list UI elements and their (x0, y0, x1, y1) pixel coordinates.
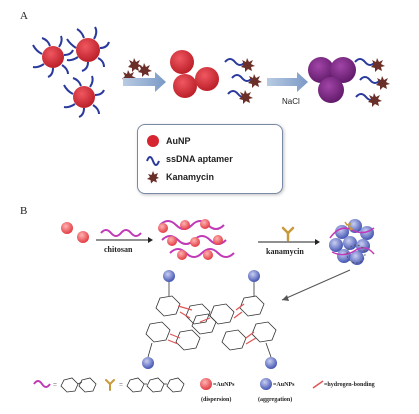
bottom-legend: = = =AuNPs (dispersion) =AuNPs (aggregat… (33, 377, 375, 403)
aggregated-aunps (308, 57, 356, 103)
equals-sign: = (119, 381, 123, 389)
kanamycin-group (122, 58, 152, 84)
aunp-with-aptamers (63, 75, 105, 118)
legend-box: AuNP ssDNA aptamer Kanamycin (137, 124, 283, 194)
legend-item-kanamycin: Kanamycin (146, 170, 214, 184)
molecular-structure (142, 270, 277, 369)
panel-a-diagram: NaCl (32, 26, 390, 118)
legend-label: Kanamycin (166, 172, 215, 182)
panel-b-label: B (20, 205, 28, 217)
process-arrow (123, 72, 166, 92)
blue-aunp-icon (260, 378, 272, 390)
dispersion-label: (dispersion) (201, 396, 231, 403)
blue-wavy-line-icon (146, 156, 160, 166)
chitosan-structure-icon (60, 377, 97, 393)
kanamycin-star-icon (128, 58, 142, 72)
hbond-label: =hydrogen-bonding (324, 382, 375, 388)
kanamycin-y-icon (281, 226, 295, 242)
aunp-with-aptamers (66, 26, 110, 72)
hbond-line-icon (312, 380, 324, 389)
aunp-dispersed (61, 222, 73, 234)
red-sphere-icon (147, 135, 159, 147)
star-molecule-icon (147, 171, 159, 184)
chitosan-strand (100, 229, 142, 237)
aptamer-aunp-cluster (32, 26, 110, 118)
legend-item-aunp: AuNP (146, 134, 191, 148)
aggregated-blue-cluster (329, 219, 375, 265)
aunps-aggregation-label: =AuNPs (273, 382, 295, 388)
panel-a-label: A (20, 10, 28, 22)
aunp-with-aptamers (32, 35, 74, 78)
nacl-label: NaCl (282, 97, 300, 106)
zoom-arrow (281, 269, 351, 301)
kanamycin-label: kanamycin (266, 247, 304, 256)
chitosan-strand-icon (33, 380, 51, 388)
panel-b-diagram: chitosan kanamycin (33, 219, 375, 403)
legend-label: ssDNA aptamer (166, 154, 233, 164)
aggregation-label: (aggregation) (258, 396, 292, 403)
kanamycin-star-icon (122, 70, 136, 84)
red-aunp-icon (200, 378, 212, 390)
process-arrow (267, 72, 308, 92)
legend-item-aptamer: ssDNA aptamer (146, 152, 233, 166)
aunp-dispersed (77, 231, 89, 243)
kanamycin-star-icon (138, 63, 152, 77)
kanamycin-structure-icon (126, 377, 185, 393)
equals-sign: = (53, 381, 57, 389)
aunp-sphere (173, 74, 197, 98)
aunp-sphere (195, 67, 219, 91)
aunp-sphere (170, 50, 194, 74)
aptamer-kanamycin-complex (224, 58, 262, 104)
chitosan-label: chitosan (104, 245, 133, 254)
kanamycin-y-icon (105, 379, 115, 391)
aptamer-kanamycin-complex (354, 58, 390, 107)
legend-label: AuNP (166, 136, 191, 146)
aunps-dispersion-label: =AuNPs (213, 382, 235, 388)
chitosan-aunp-assembly (158, 219, 235, 260)
